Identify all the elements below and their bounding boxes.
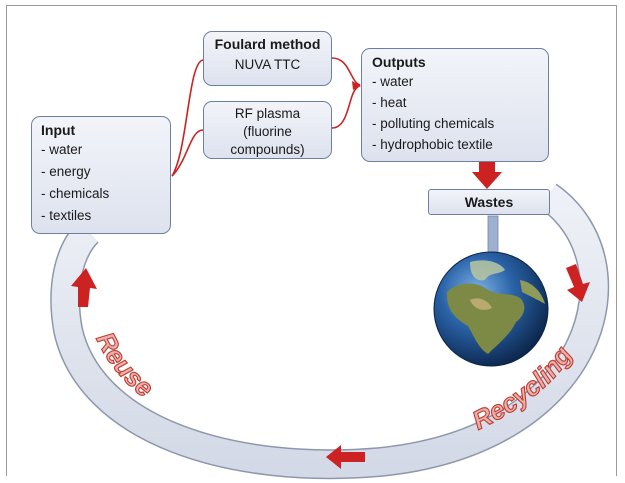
outputs-box: Outputs - water - heat - polluting chemi…: [361, 48, 549, 162]
outputs-item: - heat: [372, 95, 407, 110]
input-title: Input: [41, 122, 76, 138]
input-item: - energy: [41, 164, 91, 179]
reuse-arrow-up: [71, 268, 97, 307]
foulard-subtitle: NUVA TTC: [234, 57, 301, 72]
input-item: - textiles: [41, 208, 92, 223]
wastes-box: Wastes: [428, 189, 550, 215]
outputs-item: - water: [372, 74, 414, 89]
earth-globe: [433, 251, 549, 367]
input-item: - chemicals: [41, 186, 110, 201]
wastes-label: Wastes: [464, 194, 514, 210]
recycle-arrow-down: [566, 264, 590, 302]
rf-plasma-line: RF plasma: [234, 106, 301, 121]
cycle-arrow-left: [326, 445, 365, 469]
outputs-item: - polluting chemicals: [372, 116, 495, 131]
foulard-to-outputs-connector: [331, 57, 361, 86]
outputs-item: - hydrophobic textile: [372, 137, 493, 152]
outputs-arrowhead: [352, 81, 361, 90]
input-box: Input - water - energy - chemicals - tex…: [31, 116, 171, 234]
flow-connectors: [171, 57, 361, 177]
rf-plasma-line: (fluorine: [243, 124, 292, 139]
input-to-rf-connector: [171, 129, 204, 177]
figure-frame: [6, 5, 617, 476]
outputs-title: Outputs: [372, 54, 426, 70]
rf-plasma-line: compounds): [230, 142, 305, 157]
rf-to-outputs-connector: [331, 86, 359, 129]
foulard-method-box: Foulard method NUVA TTC: [203, 31, 332, 86]
outputs-to-wastes-arrow: [472, 162, 502, 189]
input-item: - water: [41, 142, 83, 157]
input-to-foulard-connector: [171, 59, 204, 177]
foulard-title: Foulard method: [214, 36, 321, 52]
rf-plasma-box: RF plasma (fluorine compounds): [203, 101, 332, 159]
cycle-ring: [50, 183, 610, 480]
